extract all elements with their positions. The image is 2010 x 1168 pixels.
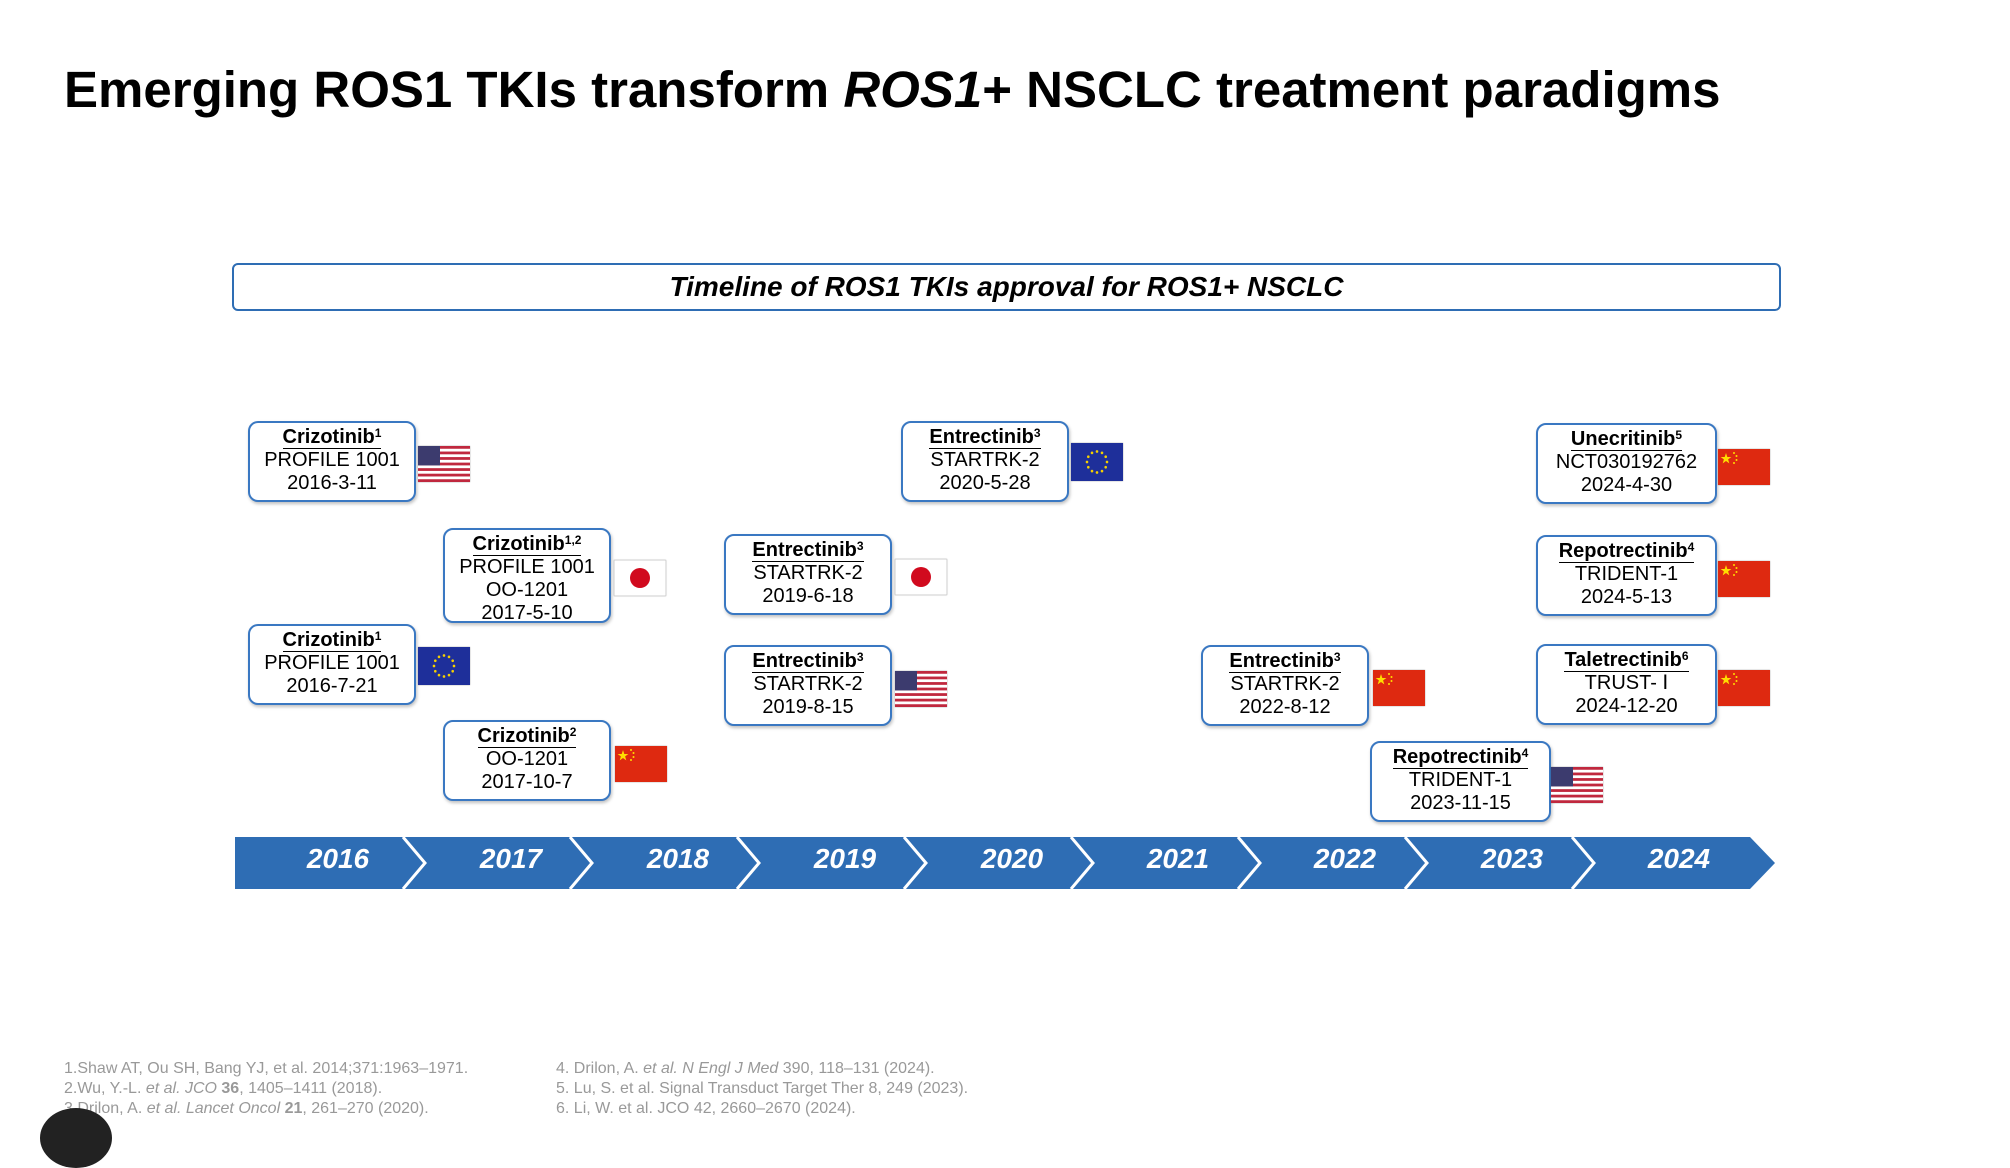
presenter-avatar <box>40 1108 112 1168</box>
eu-flag-icon <box>418 647 470 685</box>
year-label: 2023 <box>1480 843 1544 874</box>
approval-box: Repotrectinib4 TRIDENT-1 2024-5-13 <box>1536 535 1717 616</box>
year-label: 2021 <box>1146 843 1210 874</box>
reference-6: 6. Li, W. et al. JCO 42, 2660–2670 (2024… <box>556 1100 856 1117</box>
drug-name: Taletrectinib6 <box>1564 649 1689 672</box>
drug-name: Entrectinib3 <box>752 539 864 562</box>
approval-date: 2019-8-15 <box>762 696 854 718</box>
approval-date: 2016-3-11 <box>287 472 377 494</box>
us-flag-icon <box>895 671 947 707</box>
drug-name: Unecritinib5 <box>1570 428 1683 451</box>
year-label: 2022 <box>1313 843 1377 874</box>
drug-name: Entrectinib3 <box>929 426 1041 449</box>
drug-name: Repotrectinib4 <box>1392 746 1529 769</box>
approval-date: 2019-6-18 <box>762 585 854 607</box>
approval-date: 2020-5-28 <box>939 472 1031 494</box>
china-flag-icon <box>1373 670 1425 706</box>
trial-name: STARTRK-2 <box>930 449 1040 471</box>
drug-name: Entrectinib3 <box>1229 650 1341 673</box>
reference-3: 3.Drilon, A. et al. Lancet Oncol 21, 261… <box>64 1100 429 1117</box>
approval-box: Taletrectinib6 TRUST- Ⅰ 2024-12-20 <box>1536 644 1717 725</box>
approval-date: 2016-7-21 <box>286 675 378 697</box>
approval-date: 2023-11-15 <box>1410 792 1511 814</box>
year-label: 2019 <box>813 843 877 874</box>
trial-name: TRUST- Ⅰ <box>1584 672 1669 694</box>
japan-flag-icon <box>895 559 947 595</box>
trial-name: NCT030192762 <box>1555 451 1698 473</box>
approval-box: Entrectinib3 STARTRK-2 2019-6-18 <box>724 534 892 615</box>
drug-name: Crizotinib1 <box>282 426 382 449</box>
trial-name: STARTRK-2 <box>753 673 863 695</box>
approval-box: Crizotinib1 PROFILE 1001 2016-3-11 <box>248 421 416 502</box>
approval-box: Unecritinib5 NCT030192762 2024-4-30 <box>1536 423 1717 504</box>
trial-name: PROFILE 1001 <box>264 449 400 471</box>
reference-2: 2.Wu, Y.-L. et al. JCO 36, 1405–1411 (20… <box>64 1080 383 1097</box>
approval-date: 2024-12-20 <box>1575 695 1678 717</box>
trial-name: TRIDENT-1 <box>1574 563 1679 585</box>
page-title: Emerging ROS1 TKIs transform ROS1+ NSCLC… <box>64 61 1721 118</box>
approval-box: Crizotinib1 PROFILE 1001 2016-7-21 <box>248 624 416 705</box>
reference-5: 5. Lu, S. et al. Signal Transduct Target… <box>556 1080 969 1097</box>
drug-name: Crizotinib2 <box>477 725 577 748</box>
approval-box: Entrectinib3 STARTRK-2 2019-8-15 <box>724 645 892 726</box>
approval-date: 2022-8-12 <box>1239 696 1331 718</box>
approval-box: Entrectinib3 STARTRK-2 2020-5-28 <box>901 421 1069 502</box>
timeline-banner: Timeline of ROS1 TKIs approval for ROS1+… <box>232 263 1781 311</box>
year-label: 2018 <box>646 843 710 874</box>
trial-name: OO-1201 <box>485 579 569 601</box>
approval-date: 2017-10-7 <box>481 771 573 793</box>
reference-4: 4. Drilon, A. et al. N Engl J Med 390, 1… <box>556 1060 935 1077</box>
trial-name: OO-1201 <box>485 748 569 770</box>
trial-name: PROFILE 1001 <box>264 652 400 674</box>
drug-name: Entrectinib3 <box>752 650 864 673</box>
timeline-arrow <box>235 837 1775 889</box>
approval-box: Repotrectinib4 TRIDENT-1 2023-11-15 <box>1370 741 1551 822</box>
eu-flag-icon <box>1071 443 1123 481</box>
drug-name: Crizotinib1,2 <box>472 533 582 556</box>
us-flag-icon <box>418 446 470 482</box>
trial-name: TRIDENT-1 <box>1408 769 1513 791</box>
approval-date: 2017-5-10 <box>481 602 573 624</box>
drug-name: Repotrectinib4 <box>1558 540 1695 563</box>
drug-name: Crizotinib1 <box>282 629 382 652</box>
approval-box: Entrectinib3 STARTRK-2 2022-8-12 <box>1201 645 1369 726</box>
reference-1: 1.Shaw AT, Ou SH, Bang YJ, et al. 2014;3… <box>64 1060 469 1077</box>
references-left: 1.Shaw AT, Ou SH, Bang YJ, et al. 2014;3… <box>64 1059 468 1119</box>
year-label: 2016 <box>306 843 370 874</box>
approval-box: Crizotinib2 OO-1201 2017-10-7 <box>443 720 611 801</box>
trial-name: PROFILE 1001 <box>459 556 595 578</box>
year-label: 2024 <box>1647 843 1711 874</box>
references-right: 4. Drilon, A. et al. N Engl J Med 390, 1… <box>556 1059 968 1119</box>
china-flag-icon <box>1718 670 1770 706</box>
china-flag-icon <box>1718 561 1770 597</box>
china-flag-icon <box>1718 449 1770 485</box>
approval-box: Crizotinib1,2 PROFILE 1001 OO-1201 2017-… <box>443 528 611 624</box>
approval-date: 2024-5-13 <box>1580 586 1673 608</box>
us-flag-icon <box>1551 767 1603 803</box>
year-label: 2020 <box>980 843 1044 874</box>
trial-name: STARTRK-2 <box>753 562 863 584</box>
approval-date: 2024-4-30 <box>1580 474 1673 496</box>
trial-name: STARTRK-2 <box>1230 673 1340 695</box>
japan-flag-icon <box>614 560 666 596</box>
china-flag-icon <box>615 746 667 782</box>
year-label: 2017 <box>479 843 543 874</box>
